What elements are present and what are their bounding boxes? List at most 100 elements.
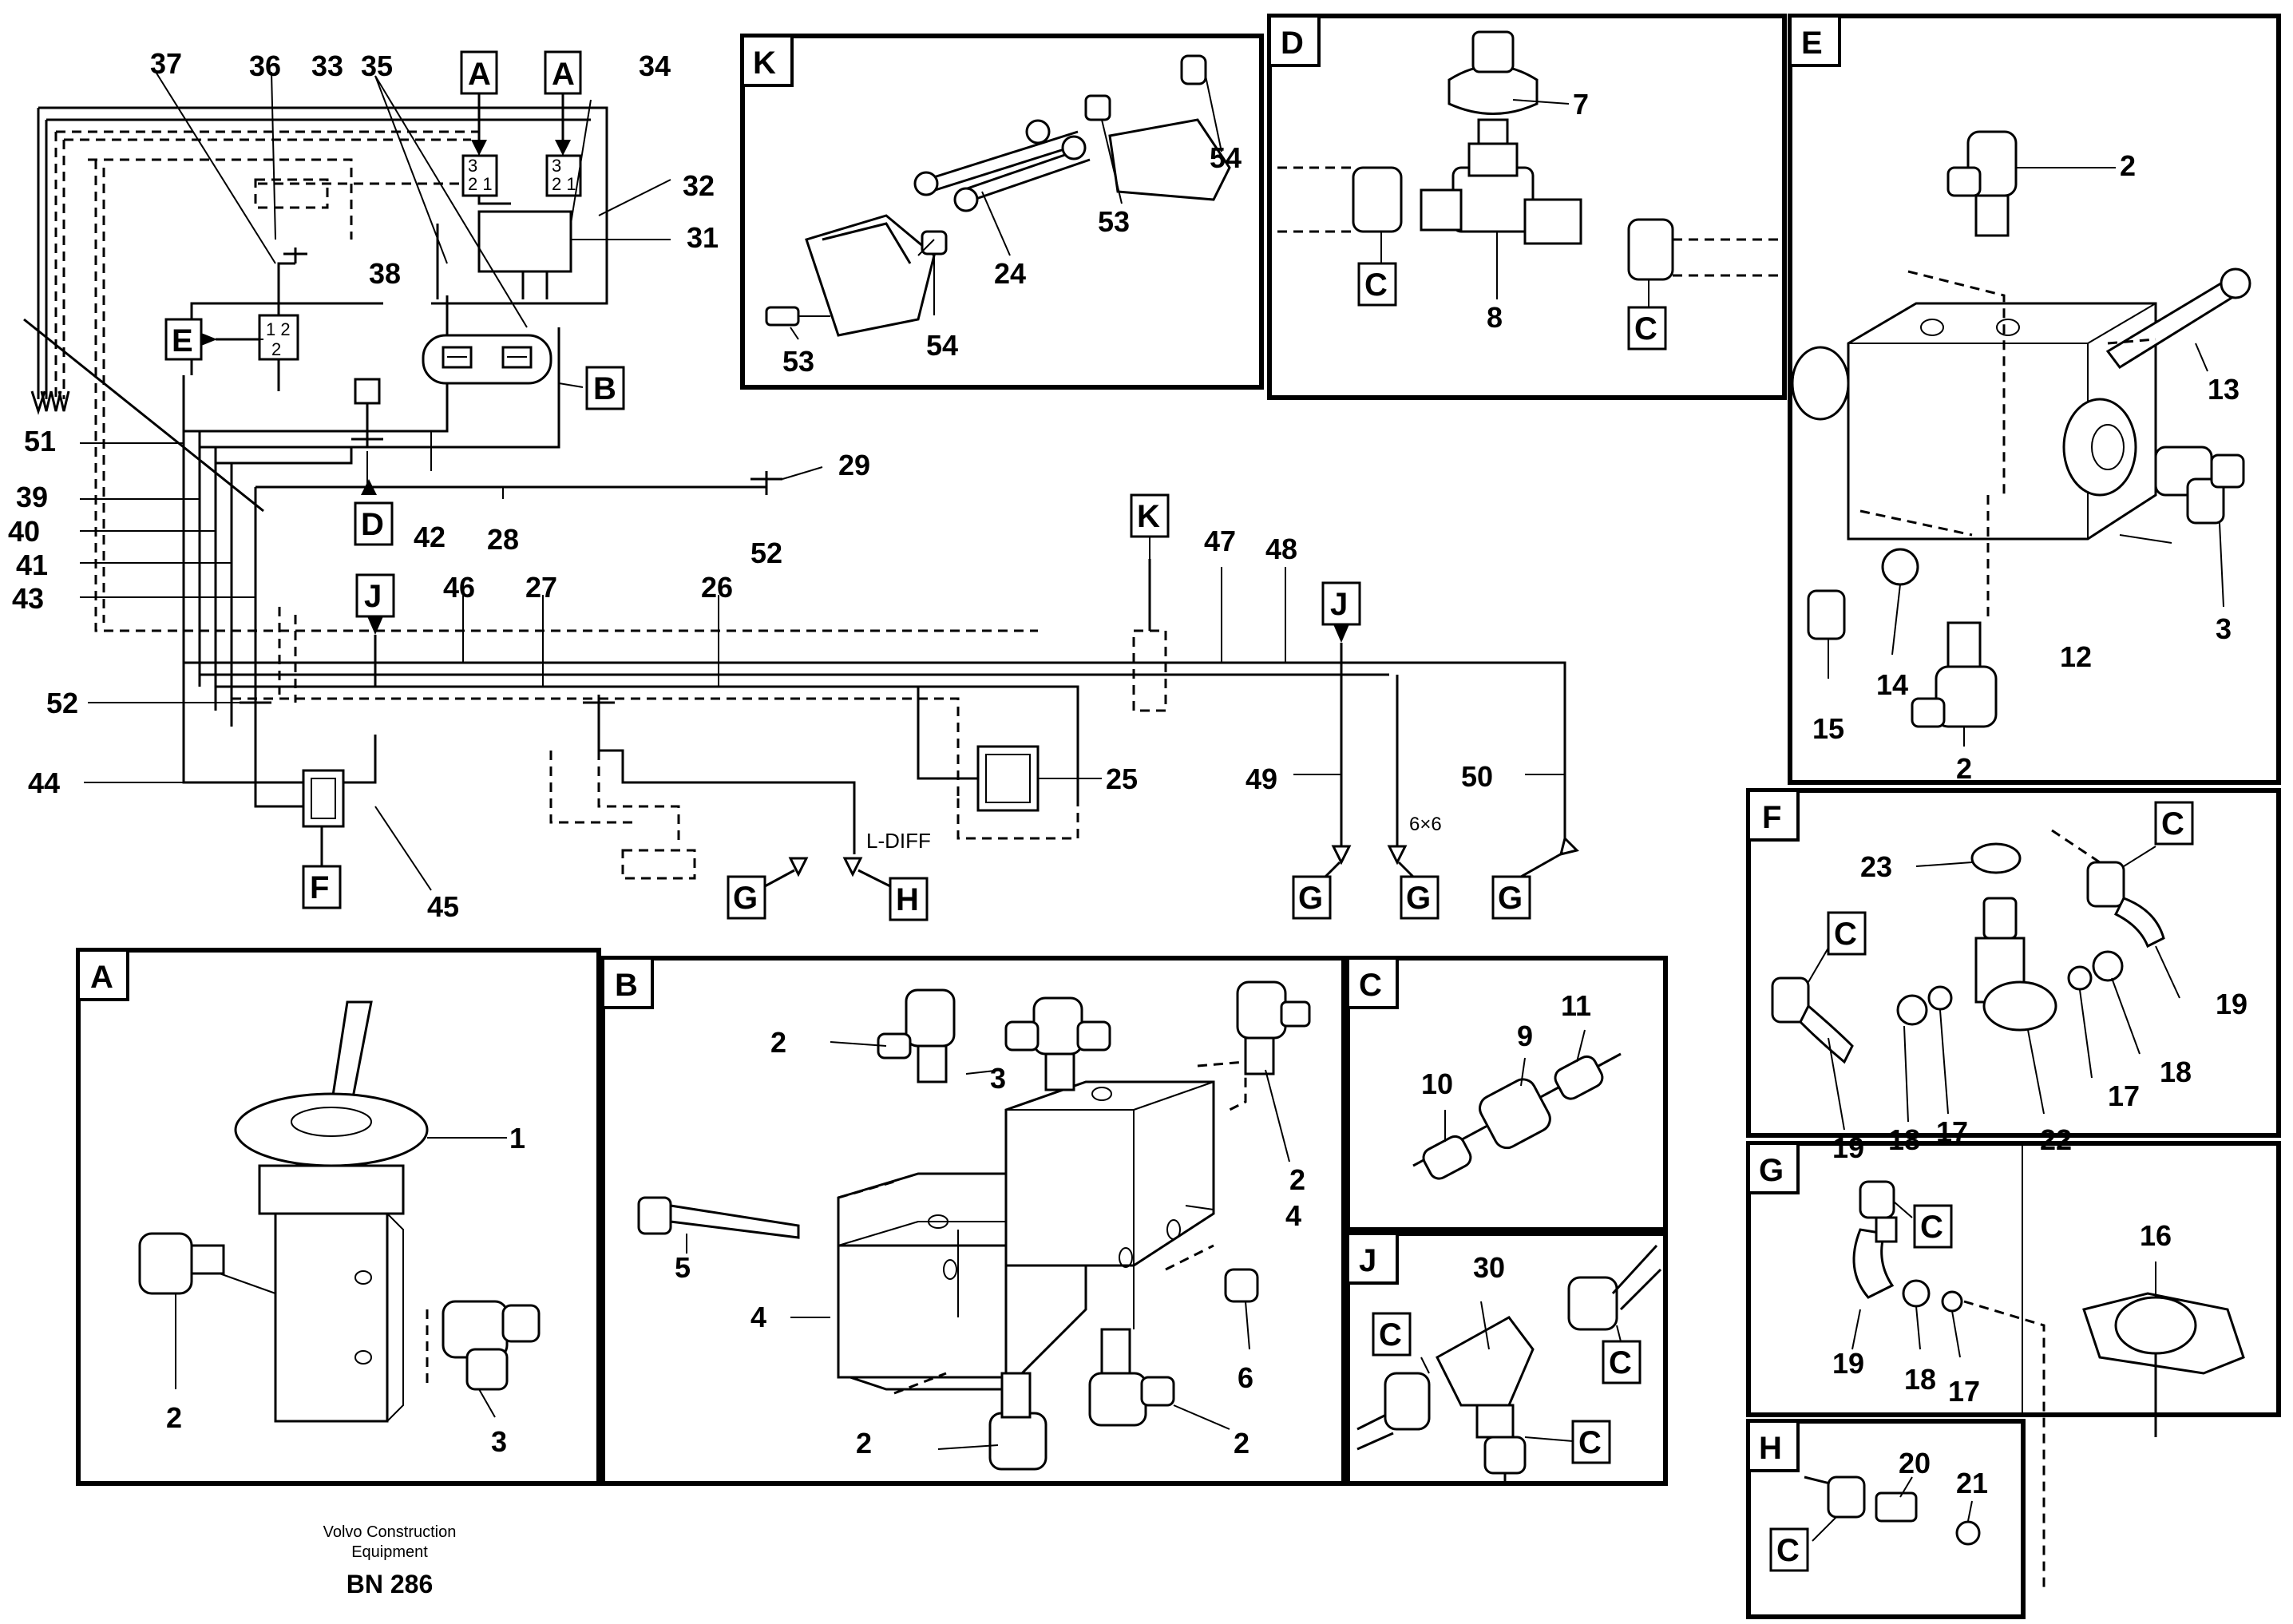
callout-49: 49 xyxy=(1246,762,1277,795)
callout-48: 48 xyxy=(1265,533,1297,565)
callout-25: 25 xyxy=(1106,762,1138,795)
panel-H: H 20 21 C xyxy=(1746,1419,2026,1619)
ldiff-annotation: L-DIFF xyxy=(866,829,931,853)
tag-D-main: D xyxy=(354,479,394,546)
tag-C-D-left: C xyxy=(1357,262,1397,307)
svg-text:C: C xyxy=(1364,267,1388,303)
callout-D-8: 8 xyxy=(1487,301,1503,334)
tag-C-H: C xyxy=(1769,1527,1809,1572)
callout-G-18: 18 xyxy=(1904,1363,1936,1396)
callout-29: 29 xyxy=(838,449,870,481)
callout-F-19-right: 19 xyxy=(2216,988,2247,1020)
svg-text:E: E xyxy=(1801,26,1823,61)
tag-C-F-left: C xyxy=(1827,911,1867,956)
callout-39: 39 xyxy=(16,481,48,513)
callout-42: 42 xyxy=(414,521,446,553)
tag-B-main: B xyxy=(585,366,625,410)
callout-B-5: 5 xyxy=(675,1251,691,1284)
svg-text:C: C xyxy=(1379,1317,1402,1353)
svg-text:A: A xyxy=(468,57,491,92)
svg-text:C: C xyxy=(1359,968,1382,1003)
callout-35: 35 xyxy=(361,50,393,82)
panel-G: G 16 19 18 17 C xyxy=(1746,1141,2281,1589)
callout-40: 40 xyxy=(8,515,40,548)
svg-text:G: G xyxy=(1298,881,1323,916)
panel-C: C 10 9 11 xyxy=(1345,956,1668,1232)
svg-text:D: D xyxy=(1281,26,1304,61)
svg-text:G: G xyxy=(1406,881,1431,916)
svg-text:C: C xyxy=(1776,1533,1800,1568)
panel-F: F 23 19 19 18 17 22 17 18 C C xyxy=(1746,788,2281,1164)
callout-F-23: 23 xyxy=(1860,850,1892,883)
tag-E-main: E xyxy=(164,318,259,361)
tag-G-2: G xyxy=(1292,861,1341,920)
svg-text:K: K xyxy=(753,46,776,81)
tag-C-J-left: C xyxy=(1372,1312,1412,1357)
svg-text:3: 3 xyxy=(552,156,561,176)
callout-E-13: 13 xyxy=(2208,373,2240,406)
callout-E-2-bottom: 2 xyxy=(1956,752,1972,785)
callout-32: 32 xyxy=(683,169,715,202)
callout-K-54-right: 54 xyxy=(1210,141,1242,174)
svg-text:1 2: 1 2 xyxy=(266,319,291,339)
panel-J: J 30 C C C xyxy=(1345,1231,1668,1486)
svg-text:G: G xyxy=(1759,1153,1784,1188)
svg-text:C: C xyxy=(2161,806,2184,842)
tag-H-main: H xyxy=(857,869,929,921)
callout-52-lower: 52 xyxy=(46,687,78,719)
svg-text:F: F xyxy=(1762,800,1781,835)
callout-37: 37 xyxy=(150,47,182,80)
svg-text:G: G xyxy=(733,881,758,916)
callout-46: 46 xyxy=(443,571,475,604)
main-schematic: 1 2 2 3 2 1 3 2 1 xyxy=(23,71,1579,880)
callout-43: 43 xyxy=(12,582,44,615)
svg-text:J: J xyxy=(1359,1243,1376,1278)
callout-G-19: 19 xyxy=(1832,1347,1864,1380)
callout-B-2-topleft: 2 xyxy=(770,1026,786,1059)
callout-K-53-left: 53 xyxy=(782,345,814,378)
tag-F-main: F xyxy=(302,826,342,909)
callout-52-upper: 52 xyxy=(750,537,782,569)
callout-C-9: 9 xyxy=(1517,1020,1533,1052)
callout-K-24: 24 xyxy=(994,257,1026,290)
tag-C-D-right: C xyxy=(1627,306,1667,351)
svg-text:2 1: 2 1 xyxy=(468,174,493,194)
callout-B-6: 6 xyxy=(1238,1361,1253,1394)
callout-50: 50 xyxy=(1461,760,1493,793)
callout-28: 28 xyxy=(487,523,519,556)
svg-text:2: 2 xyxy=(271,339,281,359)
svg-text:2 1: 2 1 xyxy=(552,174,576,194)
panel-A: A 1 2 3 xyxy=(76,948,601,1486)
footer-company-line2: Equipment xyxy=(351,1543,428,1561)
svg-text:C: C xyxy=(1834,917,1857,952)
callout-H-20: 20 xyxy=(1899,1447,1931,1479)
callout-F-22: 22 xyxy=(2040,1123,2072,1156)
callout-F-19-left: 19 xyxy=(1832,1131,1864,1164)
callout-27: 27 xyxy=(525,571,557,604)
panel-E: E 2 13 12 3 14 15 2 xyxy=(1788,14,2281,785)
tag-J-right: J xyxy=(1321,581,1361,667)
svg-text:C: C xyxy=(1578,1425,1602,1460)
tag-K-main: K xyxy=(1130,493,1170,538)
callout-H-21: 21 xyxy=(1956,1467,1988,1499)
tag-J-left: J xyxy=(355,573,395,667)
svg-text:E: E xyxy=(172,323,193,358)
callout-33: 33 xyxy=(311,50,343,82)
tag-A-right: A xyxy=(544,50,582,156)
callout-F-18-right: 18 xyxy=(2160,1056,2192,1088)
tag-G-1: G xyxy=(727,869,795,920)
svg-text:G: G xyxy=(1498,881,1523,916)
callout-E-14: 14 xyxy=(1876,668,1908,701)
callout-A-1: 1 xyxy=(509,1122,525,1155)
callout-B-3: 3 xyxy=(990,1062,1006,1095)
svg-text:K: K xyxy=(1137,499,1160,534)
tag-C-J-bottom: C xyxy=(1571,1420,1611,1464)
callout-E-2-top: 2 xyxy=(2120,149,2136,182)
svg-text:A: A xyxy=(90,960,113,995)
callout-A-3: 3 xyxy=(491,1425,507,1458)
callout-C-10: 10 xyxy=(1421,1067,1453,1100)
callout-K-53-right: 53 xyxy=(1098,205,1130,238)
tag-G-3: G xyxy=(1397,861,1440,920)
callout-B-2-bottomleft: 2 xyxy=(856,1427,872,1460)
